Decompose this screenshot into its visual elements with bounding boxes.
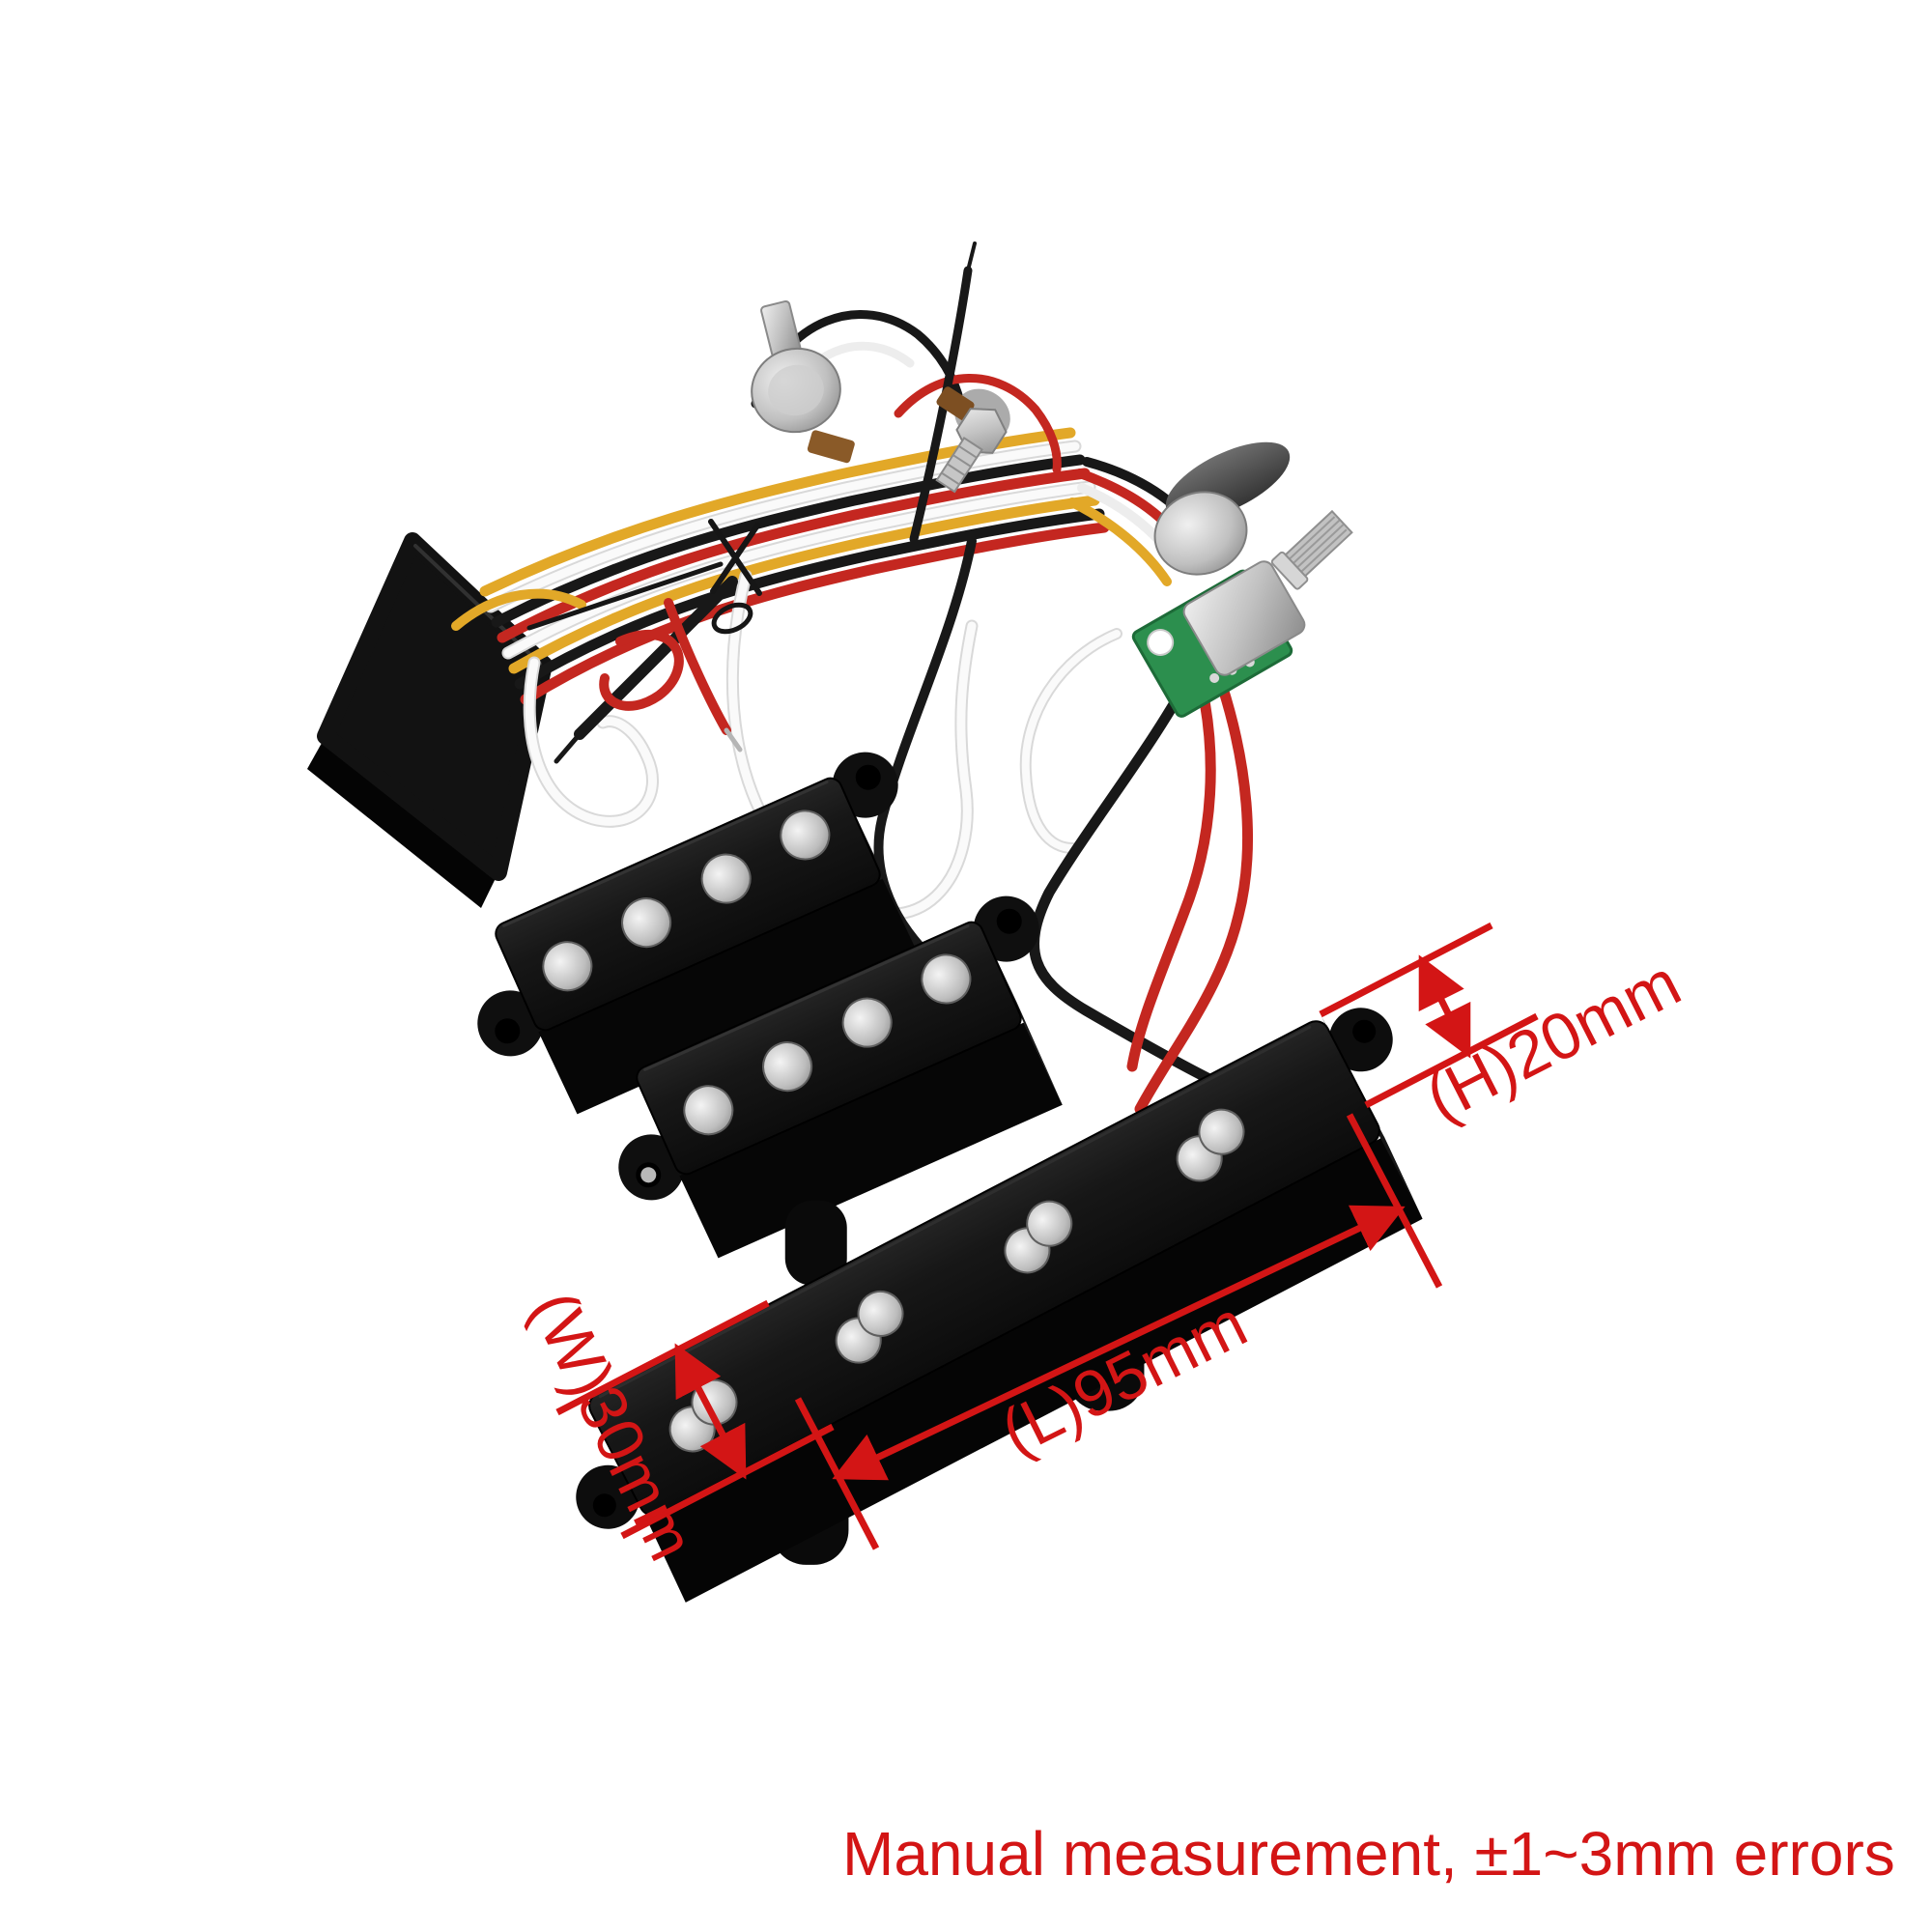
pot-knurled-shaft [1270,509,1353,590]
wire-red [1134,670,1253,1115]
pot-can [1182,560,1306,676]
control-box-bottom-face [307,736,498,908]
wire-red [599,630,684,711]
zip-tie-loop [711,602,753,635]
pickup-edge-highlight [643,923,970,1071]
potentiometer-on-pcb [1131,509,1353,718]
zip-tie-band [710,523,760,594]
pickup-side-face [679,1022,1063,1259]
wire-black-tip [966,242,977,272]
pot-body-top [768,364,824,416]
screw-hole [1352,1019,1377,1043]
shaft-knurling [1287,516,1348,574]
wire-yellow [451,588,586,631]
dimension-arrow [674,1343,747,1480]
wire-black [514,508,1105,690]
wire-red [894,374,1062,474]
pole-piece [780,810,831,861]
screw-hole [855,764,881,790]
potentiometer-left [751,299,855,464]
dimension-length [794,1113,1443,1550]
pole-piece [841,997,893,1048]
wire-red [1126,665,1216,1072]
extension-line [620,1423,835,1540]
footnote-text: Manual measurement, ±1~3mm errors [842,1819,1895,1889]
wire-white [525,658,657,826]
wire-white [727,571,977,919]
potentiometer-with-knob [1153,441,1291,576]
dimension-arrow [1418,954,1471,1059]
wire-white [486,441,1080,611]
pole-piece [921,953,972,1005]
potentiometer-middle [935,386,1010,494]
pot-solder-lug [807,430,855,464]
wire-black-tip [554,731,582,764]
mounting-tab [784,1200,847,1286]
extension-line [1319,922,1493,1018]
dimension-annotations [555,922,1539,1550]
screw-hole [495,1018,521,1044]
extension-line [555,1299,770,1416]
pole-piece [621,897,672,949]
wire-black [1029,659,1314,1113]
pickup-side-face [538,878,922,1115]
pole-pieces [542,810,831,992]
pole-pieces [683,953,972,1136]
pot-solder-lug [936,386,975,421]
p-bass-pickup-lower [618,895,1063,1259]
wire-black [574,576,738,740]
pole-piece [1198,1108,1245,1155]
dimension-width [555,1299,835,1540]
shaft-nut [1270,551,1309,590]
extension-line [1364,1012,1539,1109]
pot-threaded-bushing [935,437,983,494]
pot-thread-lines [941,444,978,486]
pickup-edge-highlight [502,780,829,927]
zip-tie-tail [526,561,724,631]
pole-piece [700,853,752,904]
wire-bare-tip [724,727,743,753]
dimension-arrow [832,1205,1406,1481]
pot-body [1153,491,1248,576]
wire-yellow [508,495,1100,674]
pcb-hole [1147,629,1175,657]
zip-tie [526,519,762,635]
wire-red [520,522,1110,705]
pole-piece [683,1085,734,1136]
screw-hole [592,1493,616,1518]
dimension-height [1319,922,1539,1109]
wire-white [1021,630,1121,852]
extension-line [1346,1113,1443,1289]
pot-can-body [1182,560,1306,676]
pole-piece [542,941,593,992]
wire-black [491,454,1086,628]
pcb-pad [1209,672,1220,683]
screw-hole [996,908,1022,934]
wire-yellow [1067,497,1172,586]
mounting-screw [640,1167,657,1183]
pole-piece [762,1041,813,1093]
p-bass-pickup-upper [477,752,922,1115]
wire-red [664,598,731,735]
wire-red [497,468,1091,643]
height-label: (H)20mm [1414,946,1691,1135]
